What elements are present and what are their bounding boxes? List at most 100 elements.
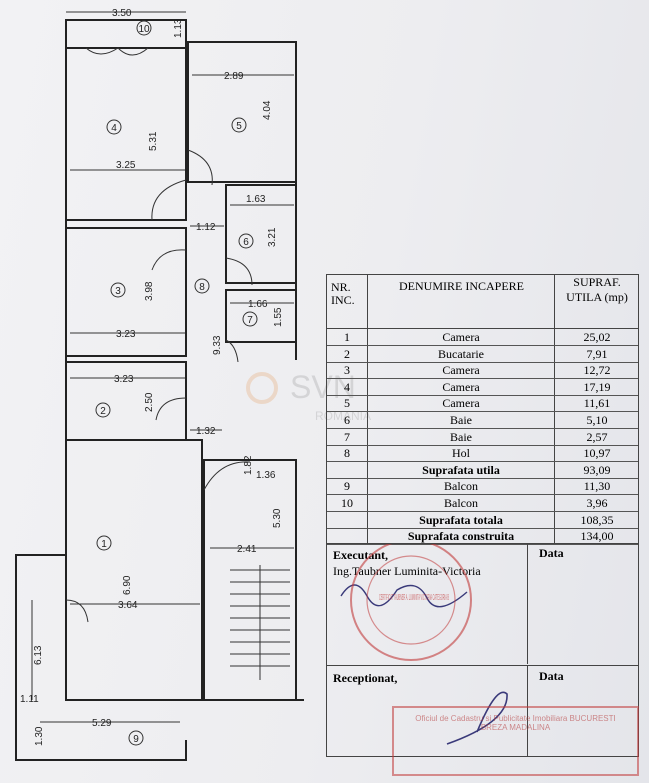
- cell-area: 11,30: [583, 479, 611, 494]
- dim-2-50: 2.50: [144, 392, 155, 412]
- col-divider-2: [554, 275, 555, 545]
- cell-area: 108,35: [580, 512, 614, 527]
- table-row: Suprafata construita 134,00: [327, 528, 638, 546]
- staircase-curve: [203, 461, 251, 491]
- dim-1-63: 1.63: [246, 194, 266, 205]
- cell-name: Bucatarie: [438, 346, 484, 361]
- receptionat-label: Receptionat,: [333, 671, 398, 685]
- dim-1-12: 1.12: [196, 222, 216, 233]
- door-swing-room-3: [151, 249, 187, 271]
- room-7-number: 7: [247, 315, 253, 326]
- cell-area: 10,97: [583, 446, 611, 461]
- cell-nr: 8: [344, 446, 350, 461]
- dim-5-30: 5.30: [272, 508, 283, 528]
- header-supraf: SUPRAF. UTILA (mp): [566, 275, 628, 304]
- balcony-9-outline: [15, 554, 187, 761]
- table-row: 1 Camera 25,02: [327, 329, 638, 346]
- door-swing-room-6: [225, 257, 253, 286]
- cell-nr: 5: [344, 396, 350, 411]
- dim-3-23-b: 3.23: [114, 374, 134, 385]
- room-5-outline: [187, 41, 297, 183]
- room-4-number: 4: [111, 123, 117, 134]
- cell-area: 134,00: [580, 529, 614, 544]
- door-swing-room-7: [225, 339, 239, 363]
- sign-divider-mid: [327, 665, 638, 666]
- cell-name: Camera: [442, 363, 480, 378]
- cell-area: 7,91: [586, 346, 608, 361]
- room-1-number: 1: [101, 539, 107, 550]
- cell-nr: 4: [344, 379, 350, 394]
- cell-nr: 3: [344, 363, 350, 378]
- cell-name: Suprafata construita: [407, 529, 515, 544]
- cell-area: 12,72: [583, 363, 611, 378]
- room-6-marker: [238, 233, 254, 249]
- door-swing-room-2: [155, 397, 187, 421]
- room-9-number: 9: [133, 734, 139, 745]
- dim-1-66: 1.66: [248, 299, 268, 310]
- room-1-marker: [96, 535, 112, 551]
- cell-area: 3,96: [586, 496, 608, 510]
- table-row: Suprafata totala 108,35: [327, 512, 638, 529]
- dim-1-55: 1.55: [273, 307, 284, 327]
- dim-9-33: 9.33: [212, 335, 223, 355]
- room-10-number: 10: [138, 24, 150, 35]
- dim-3-25: 3.25: [116, 160, 136, 171]
- cell-nr: 6: [344, 413, 350, 427]
- room-2-marker: [95, 402, 111, 418]
- room-7-outline: [225, 289, 297, 343]
- cell-name: Camera: [442, 330, 480, 344]
- sign-divider-bottom: [527, 666, 528, 756]
- dim-1-36: 1.36: [256, 470, 276, 481]
- dim-1-30: 1.30: [34, 726, 45, 746]
- cell-area: 93,09: [583, 462, 611, 477]
- cell-nr: 7: [344, 429, 350, 444]
- cell-name: Hol: [452, 446, 470, 461]
- cell-nr: 1: [344, 330, 350, 344]
- table-header: NR. INC. DENUMIRE INCAPERE SUPRAF. UTILA…: [327, 275, 638, 329]
- room-3-marker: [110, 282, 126, 298]
- dim-3-64: 3.64: [118, 600, 138, 611]
- dim-5-31: 5.31: [148, 131, 159, 151]
- door-swing-room-1: [65, 599, 89, 623]
- dim-3-50: 3.50: [112, 8, 132, 19]
- dim-3-23-a: 3.23: [116, 329, 136, 340]
- data-label-2: Data: [539, 669, 564, 683]
- dim-3-98: 3.98: [144, 281, 155, 301]
- room-6-outline: [225, 184, 297, 284]
- table-row: 3 Camera 12,72: [327, 362, 638, 380]
- dim-6-13: 6.13: [33, 645, 44, 665]
- dim-2-89: 2.89: [224, 71, 244, 82]
- table-row: 4 Camera 17,19: [327, 379, 638, 396]
- dim-2-41: 2.41: [237, 544, 257, 555]
- room-2-number: 2: [100, 406, 106, 417]
- cell-area: 25,02: [583, 330, 611, 344]
- watermark-logo-text: SVN: [290, 369, 356, 405]
- room-5-marker: [231, 117, 247, 133]
- executant-name: Ing.Taubner Luminita-Victoria: [333, 564, 481, 578]
- watermark-sub-text: ROMANIA: [315, 409, 371, 423]
- cell-name: Camera: [442, 379, 480, 394]
- cell-name: Balcon: [444, 479, 478, 494]
- signature-block: Executant, Data Ing.Taubner Luminita-Vic…: [326, 544, 639, 757]
- room-1-outline: [65, 439, 203, 701]
- cell-name: Suprafata totala: [419, 512, 503, 527]
- room-8-number: 8: [199, 282, 205, 293]
- room-9-marker: [128, 730, 144, 746]
- dim-3-21: 3.21: [267, 227, 278, 247]
- cell-nr: 10: [341, 496, 353, 510]
- header-nr: NR. INC.: [331, 280, 355, 307]
- ocpi-stamp: Oficiul de Cadastru si Publicitate Imobi…: [392, 706, 639, 776]
- area-table: NR. INC. DENUMIRE INCAPERE SUPRAF. UTILA…: [326, 274, 639, 546]
- round-stamp-outer: [350, 544, 472, 661]
- cell-area: 17,19: [583, 379, 611, 394]
- dim-1-82: 1.82: [243, 455, 254, 475]
- room-4-marker: [106, 119, 122, 135]
- cell-area: 5,10: [586, 413, 608, 427]
- cell-name: Camera: [442, 396, 480, 411]
